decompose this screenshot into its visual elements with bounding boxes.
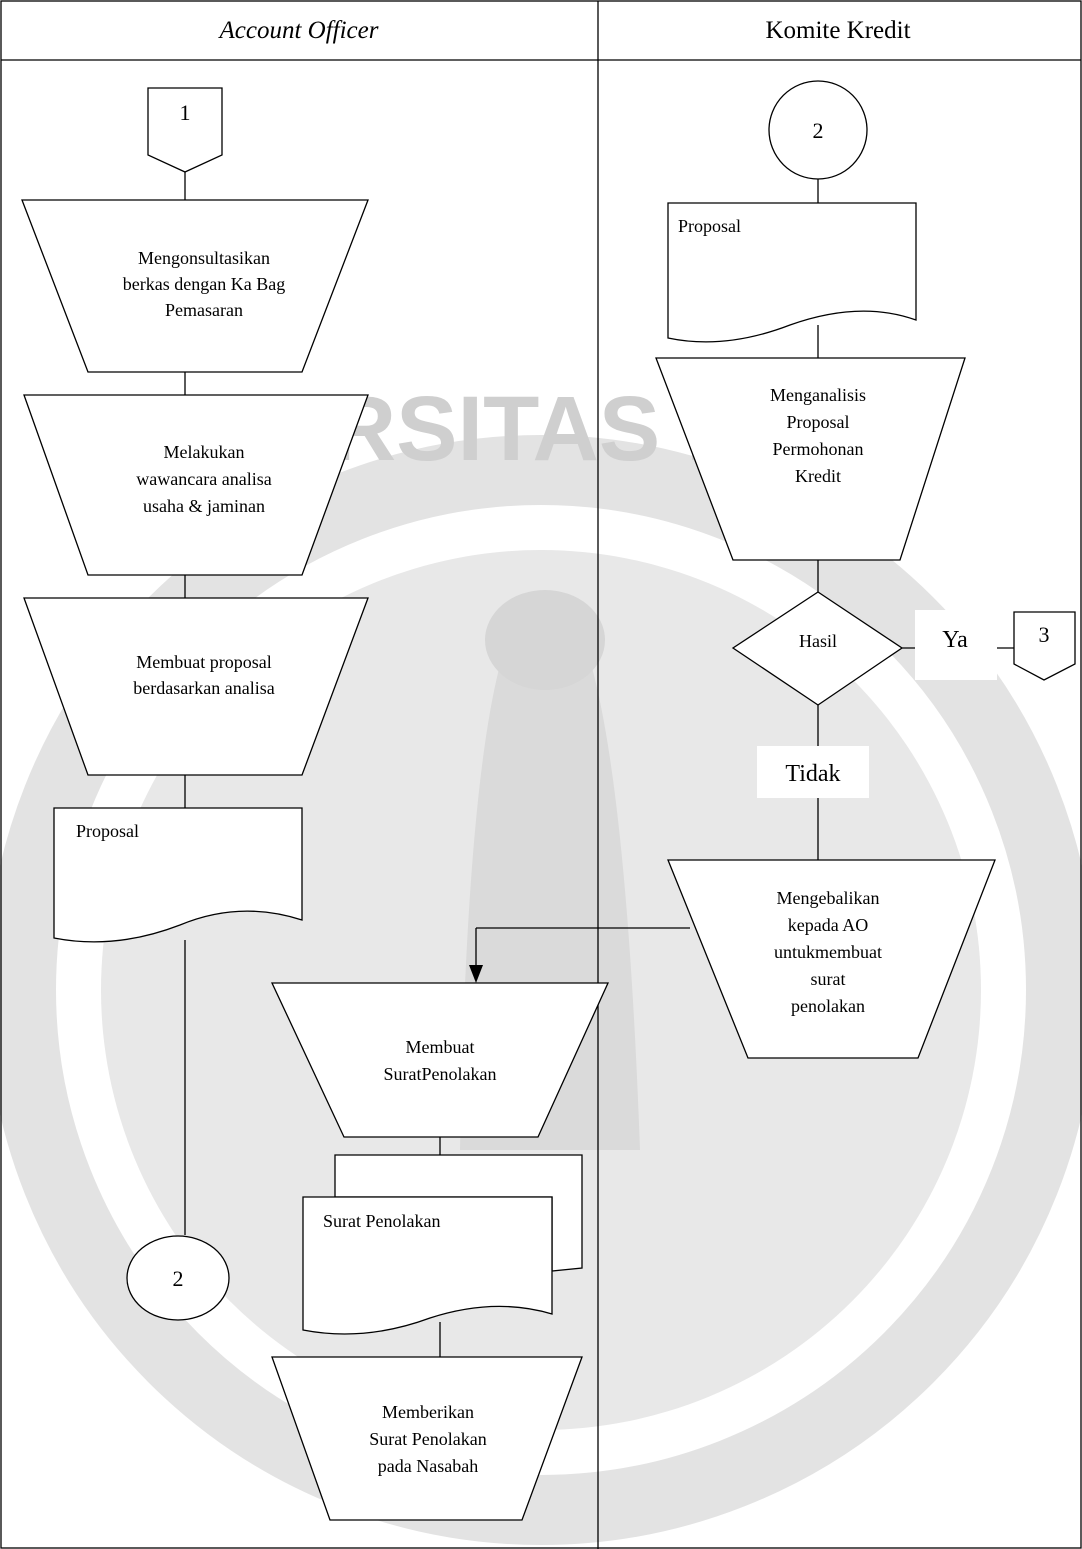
- lane-title-komite-kredit: Komite Kredit: [765, 17, 910, 44]
- svg-text:surat: surat: [811, 969, 846, 989]
- process-interview: Melakukan wawancara analisa usaha & jami…: [23, 394, 369, 576]
- svg-text:Melakukan: Melakukan: [164, 442, 245, 462]
- svg-text:Ya: Ya: [942, 627, 968, 653]
- svg-text:Surat Penolakan: Surat Penolakan: [369, 1429, 486, 1449]
- svg-text:Mengonsultasikan: Mengonsultasikan: [138, 248, 270, 268]
- decision-hasil: Hasil: [731, 591, 904, 706]
- svg-text:1: 1: [180, 100, 191, 125]
- svg-text:usaha & jaminan: usaha & jaminan: [143, 496, 265, 516]
- process-make-rejection-letter: Membuat SuratPenolakan: [270, 982, 610, 1138]
- svg-text:berdasarkan analisa: berdasarkan analisa: [133, 678, 274, 698]
- process-make-proposal: Membuat proposal berdasarkan analisa: [23, 597, 369, 776]
- svg-text:Surat Penolakan: Surat Penolakan: [323, 1211, 440, 1231]
- offpage-connector-3: 3: [1013, 611, 1076, 681]
- svg-text:wawancara analisa: wawancara analisa: [136, 469, 271, 489]
- process-give-rejection-letter: Memberikan Surat Penolakan pada Nasabah: [271, 1356, 583, 1521]
- svg-text:Proposal: Proposal: [787, 412, 850, 432]
- svg-text:Menganalisis: Menganalisis: [770, 385, 866, 405]
- svg-text:Membuat proposal: Membuat proposal: [136, 652, 271, 672]
- svg-text:Proposal: Proposal: [76, 821, 139, 841]
- process-consult: Mengonsultasikan berkas dengan Ka Bag Pe…: [21, 199, 369, 373]
- document-proposal-ao: Proposal: [53, 807, 303, 943]
- svg-text:berkas dengan Ka Bag: berkas dengan Ka Bag: [123, 274, 285, 294]
- svg-text:penolakan: penolakan: [791, 996, 865, 1016]
- return-arrow: [469, 927, 690, 983]
- svg-text:Membuat: Membuat: [406, 1037, 475, 1057]
- svg-text:Pemasaran: Pemasaran: [165, 300, 243, 320]
- lane-title-account-officer: Account Officer: [218, 17, 379, 44]
- svg-text:Proposal: Proposal: [678, 216, 741, 236]
- svg-text:pada Nasabah: pada Nasabah: [378, 1456, 478, 1476]
- svg-text:SuratPenolakan: SuratPenolakan: [384, 1064, 497, 1084]
- branch-label-yes: Ya: [915, 610, 997, 680]
- svg-text:2: 2: [173, 1266, 184, 1291]
- svg-text:Mengebalikan: Mengebalikan: [777, 888, 880, 908]
- offpage-connector-1: 1: [147, 87, 223, 173]
- svg-text:untukmembuat: untukmembuat: [774, 942, 882, 962]
- process-return-to-ao: Mengebalikan kepada AO untukmembuat sura…: [667, 859, 996, 1059]
- svg-text:3: 3: [1039, 622, 1050, 647]
- svg-text:Permohonan: Permohonan: [773, 439, 864, 459]
- process-analyze-proposal: Menganalisis Proposal Permohonan Kredit: [655, 357, 966, 561]
- svg-text:Memberikan: Memberikan: [382, 1402, 474, 1422]
- connector-2-in: 2: [768, 80, 868, 180]
- branch-label-no: Tidak: [757, 746, 869, 798]
- svg-text:Kredit: Kredit: [795, 466, 841, 486]
- svg-text:Tidak: Tidak: [785, 761, 840, 787]
- svg-text:Hasil: Hasil: [799, 631, 837, 651]
- connector-2-out: 2: [126, 1235, 230, 1321]
- svg-text:kepada AO: kepada AO: [788, 915, 868, 935]
- document-proposal-kk: Proposal: [667, 202, 917, 343]
- document-rejection-letter: Surat Penolakan: [302, 1154, 583, 1335]
- svg-text:2: 2: [813, 118, 824, 143]
